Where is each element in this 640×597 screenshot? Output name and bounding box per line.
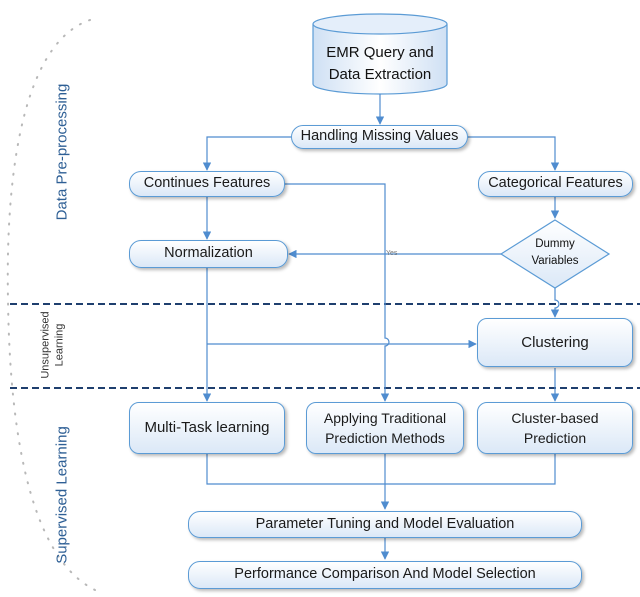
section-label-supervised: Supervised Learning	[53, 426, 71, 564]
edge-missing-categorical	[468, 136, 560, 171]
node-emr-line2: Data Extraction	[328, 65, 432, 83]
node-normalization: Normalization	[129, 240, 288, 268]
node-clustering: Clustering	[477, 318, 633, 367]
node-multi-task-learning: Multi-Task learning	[129, 402, 285, 454]
node-categorical-features: Categorical Features	[478, 171, 633, 197]
node-clusterpred-line2: Prediction	[523, 430, 587, 446]
edge-dummy-clustering	[550, 288, 560, 318]
node-emr-line1: EMR Query and	[326, 44, 434, 61]
section-label-unsupervised-line2: Learning	[53, 323, 65, 367]
edge-continues-traditional	[285, 183, 390, 402]
edge-missing-continues	[202, 136, 291, 171]
edge-clusterpred-merge	[385, 454, 556, 485]
edge-label-yes: Yes	[386, 250, 398, 257]
section-label-unsupervised-line1: Unsupervised	[39, 311, 52, 379]
section-label-preprocessing: Data Pre-processing	[53, 83, 71, 221]
node-dummy-variables: Dummy Variables	[511, 236, 599, 271]
node-traditional-prediction: Applying Traditional Prediction Methods	[306, 402, 464, 454]
node-performance-comparison: Performance Comparison And Model Selecti…	[188, 561, 582, 589]
node-continues-features: Continues Features	[129, 171, 285, 197]
node-traditional-line1: Applying Traditional	[323, 409, 447, 426]
node-dummy-line2: Variables	[531, 255, 579, 268]
node-traditional-line2: Prediction Methods	[325, 430, 445, 446]
node-cluster-based-prediction: Cluster-based Prediction	[477, 402, 633, 454]
node-handling-missing-values: Handling Missing Values	[291, 125, 468, 149]
section-boundary-dots	[6, 19, 96, 591]
edge-multitask-merge	[206, 454, 385, 485]
node-parameter-tuning: Parameter Tuning and Model Evaluation	[188, 511, 582, 538]
node-emr-extraction: EMR Query and Data Extraction	[313, 42, 447, 86]
node-dummy-line1: Dummy	[535, 238, 575, 250]
node-clusterpred-line1: Cluster-based	[511, 409, 599, 426]
emr-database-shape	[312, 13, 448, 95]
section-label-unsupervised: Unsupervised Learning	[39, 311, 67, 378]
